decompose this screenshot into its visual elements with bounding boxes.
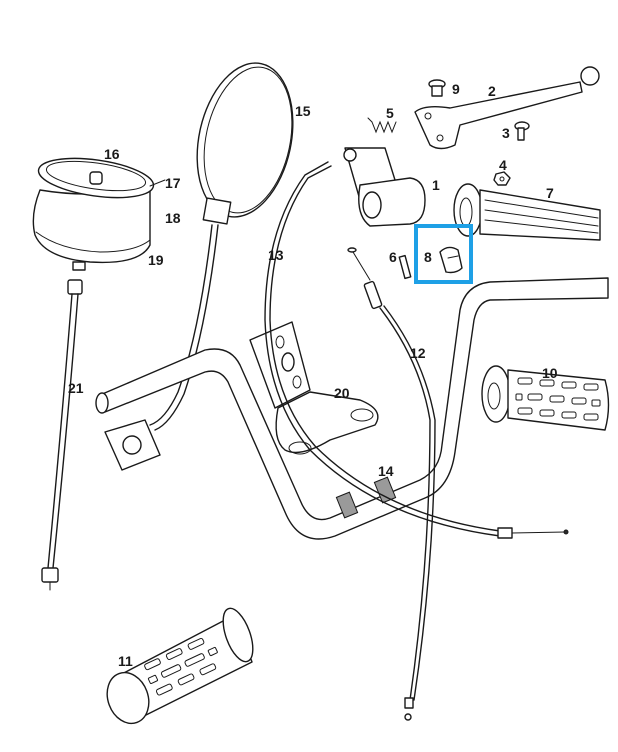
label-part-20: 20 (334, 385, 350, 401)
label-part-7: 7 (546, 185, 554, 201)
label-part-1: 1 (432, 177, 440, 193)
label-part-6: 6 (389, 249, 397, 265)
label-part-21: 21 (68, 380, 84, 396)
small-cap (439, 246, 463, 274)
brake-cable (264, 161, 569, 539)
label-part-2: 2 (488, 83, 496, 99)
label-part-12: 12 (410, 345, 426, 361)
label-part-14: 14 (378, 463, 394, 479)
highlight-box (414, 224, 473, 284)
label-part-5: 5 (386, 105, 394, 121)
speedometer-assembly (32, 157, 166, 271)
label-part-18: 18 (165, 210, 181, 226)
spring (367, 117, 397, 134)
speedometer-bracket (249, 321, 379, 455)
label-part-11: 11 (118, 653, 133, 669)
label-part-19: 19 (148, 252, 164, 268)
label-part-3: 3 (502, 125, 510, 141)
label-part-8: 8 (424, 249, 432, 265)
label-part-16: 16 (104, 146, 120, 162)
pivot-bolt (514, 121, 530, 141)
screw (398, 254, 412, 280)
label-part-9: 9 (452, 81, 460, 97)
left-grip (106, 607, 254, 725)
pin (428, 79, 446, 97)
lever-bracket (343, 147, 426, 227)
speedometer-cable (41, 279, 83, 591)
label-part-4: 4 (499, 157, 507, 173)
brake-lever (414, 66, 600, 150)
label-part-17: 17 (165, 175, 181, 191)
part-labels: 1 2 3 4 5 6 7 8 9 10 11 12 13 14 15 16 1… (68, 81, 558, 669)
label-part-10: 10 (542, 365, 558, 381)
label-part-15: 15 (295, 103, 311, 119)
throttle-sleeve (453, 183, 601, 241)
label-part-13: 13 (268, 247, 284, 263)
mirror (104, 62, 294, 471)
nut (493, 171, 511, 186)
right-grip (481, 365, 610, 431)
throttle-cable (347, 247, 436, 721)
